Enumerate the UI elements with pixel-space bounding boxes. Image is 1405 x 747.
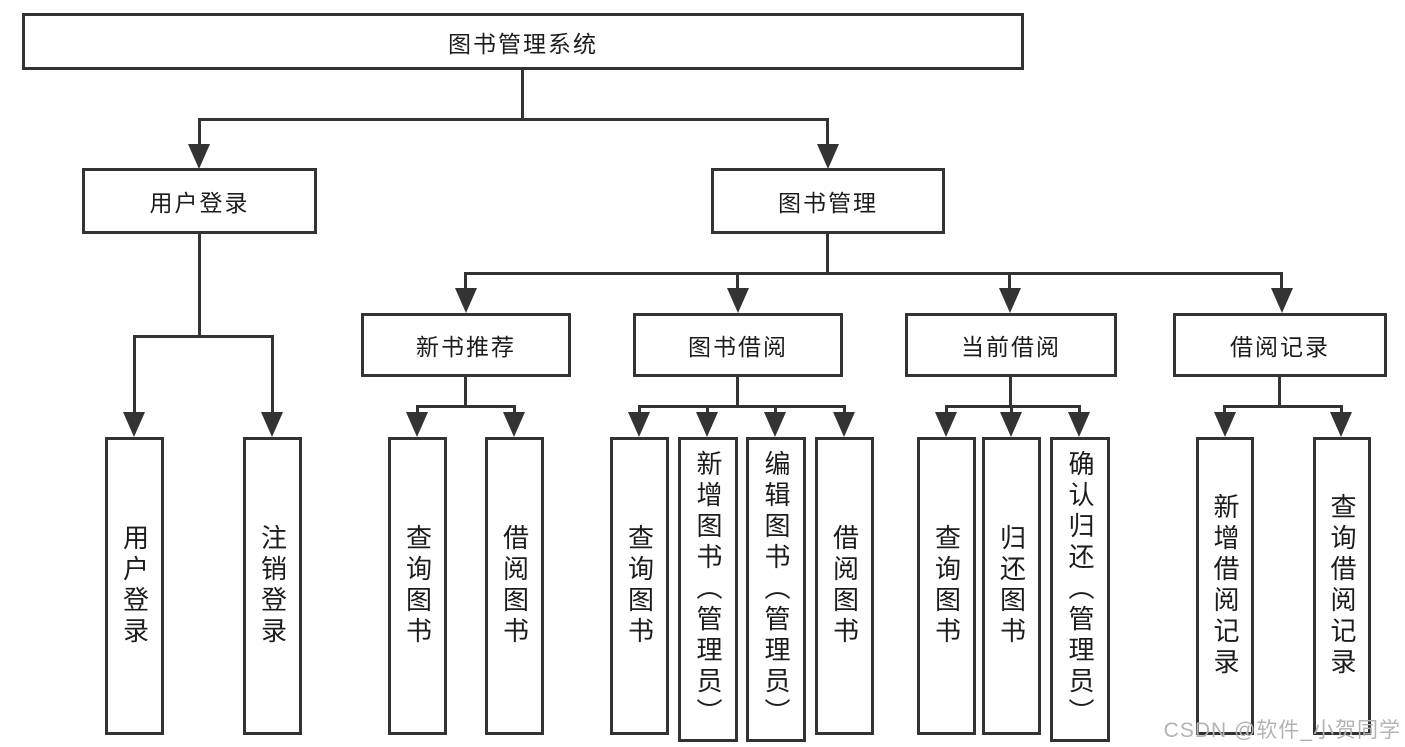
leaf-bookborrow-borrow: 借阅图书: [815, 437, 874, 735]
edge-to-current-borrow: [1008, 272, 1011, 292]
node-new-book-label: 新书推荐: [416, 334, 516, 360]
csdn-watermark: CSDN @软件_小贺同学: [1163, 719, 1401, 742]
leaf-bookborrow-edit-admin: 编辑图书（管理员）: [746, 437, 806, 742]
edge-to-leaf-logout: [271, 335, 274, 414]
edge-stub: [416, 405, 419, 415]
arrow-down-icon: [455, 288, 477, 313]
edge-stub: [774, 405, 777, 415]
edge-user-login-horizontal: [133, 335, 274, 338]
node-current-borrow: 当前借阅: [905, 313, 1117, 377]
edge-new-book-vertical: [464, 377, 467, 408]
edge-to-user-login: [198, 118, 201, 146]
leaf-record-query: 查询借阅记录: [1313, 437, 1371, 735]
edge-stub: [843, 405, 846, 415]
edge-stub: [638, 405, 641, 415]
edge-book-borrow-vertical: [736, 377, 739, 408]
node-book-management: 图书管理: [711, 168, 945, 234]
edge-stub: [1223, 405, 1226, 415]
arrow-down-icon: [1068, 412, 1090, 437]
arrow-down-icon: [1000, 412, 1022, 437]
leaf-bookborrow-edit-admin-label: 编辑图书（管理员）: [761, 450, 791, 729]
edge-stub: [1340, 405, 1343, 415]
edge-stub: [945, 405, 948, 415]
edge-stub: [1010, 405, 1013, 415]
node-book-management-label: 图书管理: [778, 190, 878, 216]
leaf-current-query: 查询图书: [917, 437, 976, 735]
arrow-down-icon: [628, 412, 650, 437]
node-book-borrow-label: 图书借阅: [688, 334, 788, 360]
leaf-bookborrow-query-label: 查询图书: [624, 524, 655, 648]
edge-book-management-horizontal: [466, 272, 1282, 275]
leaf-user-login-label: 用户登录: [119, 524, 150, 648]
leaf-bookborrow-borrow-label: 借阅图书: [829, 524, 860, 648]
node-root: 图书管理系统: [22, 13, 1024, 70]
edge-to-borrow-record: [1280, 272, 1283, 292]
node-book-borrow: 图书借阅: [633, 313, 843, 377]
leaf-bookborrow-add-admin: 新增图书（管理员）: [678, 437, 738, 742]
edge-to-leaf-user-login: [133, 335, 136, 414]
edge-stub: [1078, 405, 1081, 415]
node-new-book: 新书推荐: [361, 313, 571, 377]
leaf-newbook-borrow: 借阅图书: [485, 437, 544, 735]
arrow-down-icon: [935, 412, 957, 437]
edge-root-vertical: [521, 70, 524, 118]
edge-to-book-management: [826, 118, 829, 146]
arrow-down-icon: [188, 144, 210, 169]
edge-new-book-horizontal: [416, 405, 516, 408]
leaf-logout: 注销登录: [243, 437, 302, 735]
arrow-down-icon: [1271, 288, 1293, 313]
leaf-logout-label: 注销登录: [257, 524, 288, 648]
arrow-down-icon: [123, 412, 145, 437]
arrow-down-icon: [817, 144, 839, 169]
node-borrow-record-label: 借阅记录: [1230, 334, 1330, 360]
leaf-newbook-query: 查询图书: [388, 437, 447, 735]
leaf-current-return: 归还图书: [982, 437, 1041, 735]
edge-borrow-record-vertical: [1278, 377, 1281, 408]
node-root-label: 图书管理系统: [448, 30, 598, 57]
arrow-down-icon: [261, 412, 283, 437]
leaf-record-query-label: 查询借阅记录: [1327, 493, 1357, 679]
leaf-current-return-label: 归还图书: [996, 524, 1027, 648]
arrow-down-icon: [1214, 412, 1236, 437]
leaf-record-add-label: 新增借阅记录: [1210, 493, 1240, 679]
leaf-newbook-borrow-label: 借阅图书: [499, 524, 530, 648]
leaf-newbook-query-label: 查询图书: [402, 524, 433, 648]
edge-user-login-vertical: [198, 234, 201, 335]
arrow-down-icon: [406, 412, 428, 437]
leaf-current-query-label: 查询图书: [931, 524, 962, 648]
arrow-down-icon: [727, 288, 749, 313]
edge-book-borrow-horizontal: [638, 405, 846, 408]
leaf-bookborrow-query: 查询图书: [610, 437, 669, 735]
edge-stub: [513, 405, 516, 415]
node-user-login-label: 用户登录: [149, 190, 250, 216]
arrow-down-icon: [999, 288, 1021, 313]
leaf-user-login: 用户登录: [105, 437, 164, 735]
leaf-current-confirm-admin-label: 确认归还（管理员）: [1065, 450, 1095, 729]
edge-current-borrow-vertical: [1009, 377, 1012, 408]
leaf-current-confirm-admin: 确认归还（管理员）: [1050, 437, 1110, 742]
arrow-down-icon: [833, 412, 855, 437]
edge-to-new-book: [464, 272, 467, 292]
leaf-bookborrow-add-admin-label: 新增图书（管理员）: [693, 450, 723, 729]
edge-to-book-borrow: [736, 272, 739, 292]
leaf-record-add: 新增借阅记录: [1196, 437, 1254, 735]
arrow-down-icon: [696, 412, 718, 437]
edge-borrow-record-horizontal: [1223, 405, 1342, 408]
node-user-login: 用户登录: [82, 168, 317, 234]
arrow-down-icon: [1330, 412, 1352, 437]
node-borrow-record: 借阅记录: [1173, 313, 1387, 377]
edge-stub: [706, 405, 709, 415]
edge-current-borrow-horizontal: [945, 405, 1081, 408]
arrow-down-icon: [764, 412, 786, 437]
node-current-borrow-label: 当前借阅: [961, 334, 1061, 360]
edge-root-horizontal: [198, 118, 829, 121]
edge-book-management-vertical: [826, 234, 829, 273]
arrow-down-icon: [503, 412, 525, 437]
